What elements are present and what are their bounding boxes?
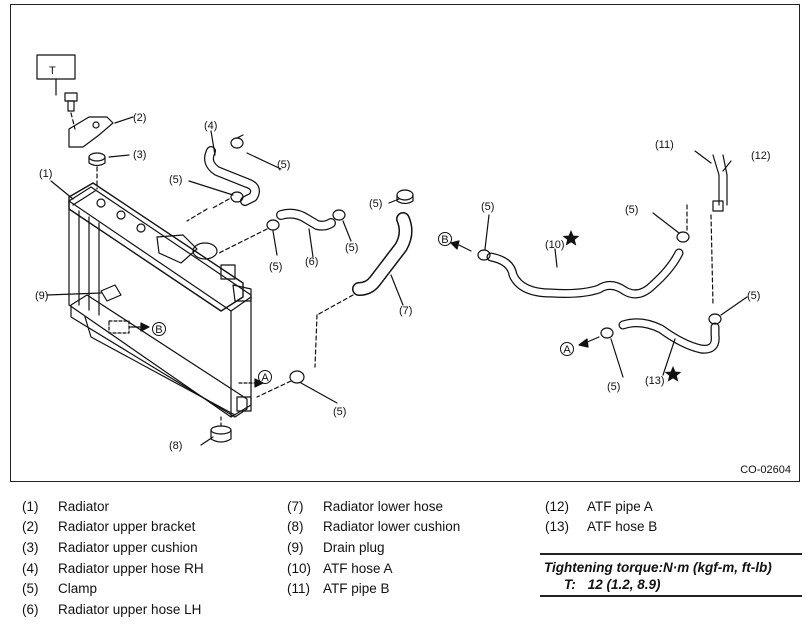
torque-prefix: T:: [564, 577, 576, 592]
drain-plug-icon: [100, 284, 122, 302]
star-icon: [562, 230, 580, 246]
callout-13: (13): [645, 375, 665, 387]
legend-label: Drain plug: [323, 539, 385, 555]
legend-label: Radiator: [58, 498, 110, 514]
clamp-icon: [396, 189, 414, 205]
callout-5: (5): [333, 406, 346, 418]
legend-item: (13)ATF hose B: [545, 519, 658, 535]
legend-item: (1)Radiator: [22, 498, 110, 514]
clamp-icon: [289, 370, 305, 384]
clamp-icon: [332, 209, 346, 221]
legend-item: (2)Radiator upper bracket: [22, 519, 196, 535]
legend-label: Radiator upper hose RH: [58, 560, 204, 576]
clamp-icon: [266, 219, 280, 231]
legend-item: (7)Radiator lower hose: [287, 498, 444, 514]
callout-5: (5): [277, 159, 290, 171]
legend-label: Radiator upper hose LH: [58, 601, 202, 617]
torque-value-row: T: 12 (1.2, 8.9): [540, 575, 802, 595]
clamp-icon: [676, 231, 690, 243]
callout-6: (6): [305, 256, 318, 268]
connection-marker-a: A: [258, 370, 272, 384]
callout-5: (5): [607, 381, 620, 393]
callout-11: (11): [655, 139, 674, 151]
divider: [540, 553, 802, 555]
svg-text:B: B: [155, 324, 162, 336]
legend-item: (8)Radiator lower cushion: [287, 519, 461, 535]
callout-5: (5): [369, 198, 382, 210]
diagram-drawing: T (2) (3) (1) (4) (5) (5) (9) (5) (6) (5…: [35, 54, 771, 452]
legend-label: Radiator lower cushion: [323, 519, 461, 535]
legend-column-1: (1)Radiator (2)Radiator upper bracket (3…: [22, 496, 204, 620]
legend-label: ATF hose A: [323, 560, 393, 576]
legend-label: ATF hose B: [587, 519, 658, 535]
legend-item: (3)Radiator upper cushion: [22, 539, 198, 555]
torque-box: [36, 54, 76, 80]
callout-5: (5): [481, 201, 494, 213]
clamp-icon: [230, 134, 244, 149]
upper-cushion-shape: [88, 152, 106, 162]
divider: [540, 595, 802, 597]
clamp-icon: [477, 249, 491, 261]
callout-3: (3): [133, 149, 146, 161]
upper-bracket-shape: [68, 116, 114, 148]
torque-spec: Tightening torque:N·m (kgf-m, ft-lb) T: 1…: [540, 553, 802, 597]
legend-item: (9)Drain plug: [287, 539, 385, 555]
legend-column-3: (12)ATF pipe A (13)ATF hose B: [545, 496, 657, 537]
legend-item: (12)ATF pipe A: [545, 498, 653, 514]
callout-2: (2): [133, 112, 146, 124]
torque-heading: Tightening torque:N·m (kgf-m, ft-lb): [544, 560, 772, 575]
clamp-icon: [230, 191, 244, 203]
callout-1: (1): [39, 168, 52, 180]
legend-item: (4)Radiator upper hose RH: [22, 560, 204, 576]
callout-10: (10): [545, 239, 565, 251]
callout-12: (12): [751, 150, 771, 162]
callout-9: (9): [35, 290, 48, 302]
star-icon: [664, 366, 682, 382]
legend-label: Clamp: [58, 581, 98, 597]
legend-label: ATF pipe B: [323, 581, 390, 597]
lower-cushion-shape: [210, 425, 232, 435]
svg-text:A: A: [261, 372, 269, 384]
legend-label: Radiator upper bracket: [58, 519, 196, 535]
legend-item: (11)ATF pipe B: [287, 581, 390, 597]
legend-item: (6)Radiator upper hose LH: [22, 601, 202, 617]
callout-5: (5): [625, 204, 638, 216]
clamp-icon: [600, 327, 614, 339]
radiator-shape: [68, 182, 252, 418]
legend-label: ATF pipe A: [587, 498, 653, 514]
legend-column-2: (7)Radiator lower hose (8)Radiator lower…: [287, 496, 460, 599]
legend-label: Radiator upper cushion: [58, 539, 198, 555]
torque-box-label: T: [49, 65, 56, 77]
callout-5: (5): [345, 242, 358, 254]
legend-item: (10)ATF hose A: [287, 560, 393, 576]
callout-5: (5): [269, 261, 282, 273]
callout-4: (4): [204, 120, 217, 132]
callout-7: (7): [399, 305, 412, 317]
legend-label: Radiator lower hose: [323, 498, 444, 514]
legend-item: (5)Clamp: [22, 581, 98, 597]
svg-text:B: B: [441, 234, 448, 246]
exploded-view-diagram: T (2) (3) (1) (4) (5) (5) (9) (5) (6) (5…: [10, 4, 800, 482]
connection-marker-a: A: [560, 342, 574, 356]
clamp-icon: [708, 313, 722, 325]
connection-marker-b: B: [438, 232, 452, 246]
callout-5: (5): [747, 290, 760, 302]
torque-value: 12 (1.2, 8.9): [587, 577, 661, 592]
callout-5: (5): [169, 174, 182, 186]
svg-text:A: A: [563, 344, 571, 356]
callout-8: (8): [169, 440, 182, 452]
bolt-icon: [64, 92, 78, 112]
connection-marker-b: B: [152, 322, 166, 336]
figure-code: CO-02604: [740, 464, 791, 476]
